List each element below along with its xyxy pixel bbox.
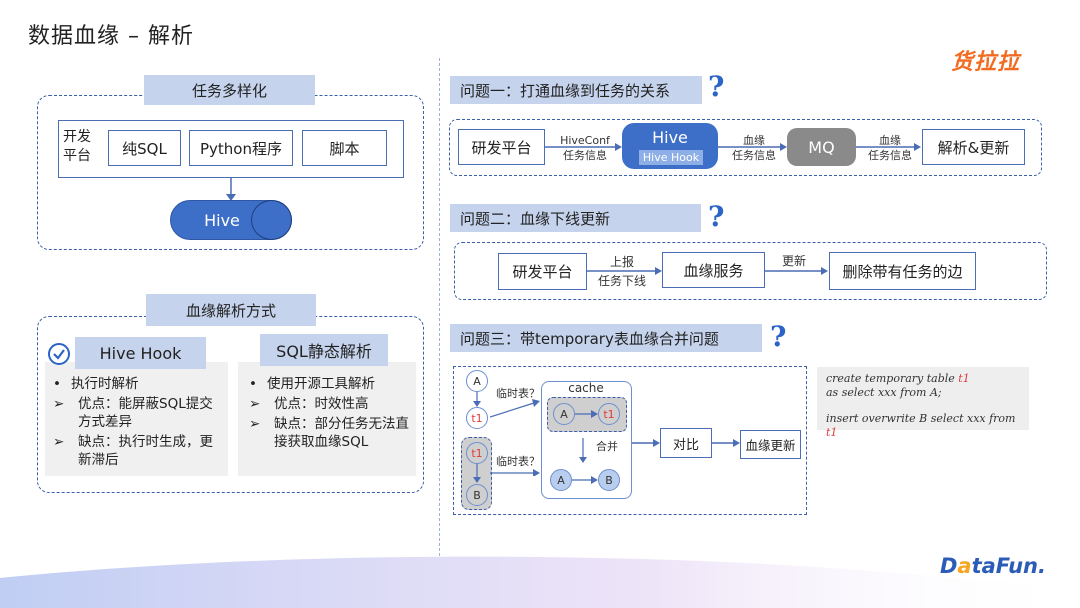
q2-service-node: 血缘服务: [662, 252, 765, 288]
bullet-text: 优点：时效性高: [274, 396, 369, 412]
page-title: 数据血缘 – 解析: [28, 24, 194, 49]
bullet-text: 缺点：部分任务无法直接获取血缘SQL: [274, 416, 409, 450]
q3-question-icon: ?: [770, 320, 787, 353]
sql-static-title: SQL静态解析: [260, 334, 388, 366]
q3-node-t1-top: t1: [466, 407, 488, 429]
q3-merged-arrow: [572, 476, 598, 484]
q1-label: 问题一：打通血缘到任务的关系: [450, 76, 702, 104]
bullet-marker: ➢: [249, 416, 261, 432]
sql-static-card: [238, 362, 416, 476]
q1-edge2-top: 血缘: [743, 134, 765, 147]
platform-label: 开发 平台: [63, 129, 91, 164]
hive-hook-card: [45, 362, 228, 476]
static-bullet-2: ➢ 优点：时效性高: [249, 395, 414, 413]
hive-engine-cap: [251, 200, 292, 240]
static-bullet-3: ➢ 缺点：部分任务无法直接获取血缘SQL: [249, 415, 414, 451]
footer-wave-decoration: [0, 556, 1080, 608]
hook-bullet-1: • 执行时解析: [53, 375, 223, 393]
q3-to-cache-arrows: [490, 399, 540, 476]
q1-hive-hook-tag: Hive Hook: [639, 150, 703, 165]
q2-edge1-top: 上报: [609, 255, 634, 269]
bullet-text: 优点：能屏蔽SQL提交方式差异: [78, 396, 213, 430]
q3-cache-arrows: [575, 410, 598, 463]
code-text: insert overwrite B select xxx from: [826, 412, 1016, 425]
q3-cache-label: cache: [568, 381, 604, 395]
hive-engine-label: Hive: [204, 211, 240, 230]
q3-node-b: B: [466, 484, 488, 506]
brand-part: taFun.: [971, 554, 1046, 578]
q3-temp-label-1: 临时表？: [496, 387, 540, 400]
pure-sql-box: 纯SQL: [108, 130, 181, 166]
q3-node-t1-bottom: t1: [466, 442, 488, 464]
static-bullet-1: • 使用开源工具解析: [249, 375, 414, 393]
platform-to-hive-arrow: [226, 178, 236, 201]
q2-platform-node: 研发平台: [498, 253, 587, 290]
bullet-marker: ➢: [53, 396, 65, 412]
q1-hive-label: Hive: [652, 128, 688, 147]
lineage-parse-label: 血缘解析方式: [146, 294, 316, 326]
q3-merged-node-a: A: [550, 469, 572, 491]
q3-left-arrows: [473, 392, 481, 483]
bullet-marker: ➢: [53, 434, 65, 450]
q1-edge1-top: HiveConf: [560, 134, 610, 147]
q3-code-block: create temporary table t1 as select xxx …: [817, 367, 1029, 439]
q2-question-icon: ?: [708, 200, 725, 233]
script-box: 脚本: [302, 130, 387, 166]
python-box: Python程序: [189, 130, 293, 166]
q1-mq-node: MQ: [787, 128, 856, 166]
q3-merge-label: 合并: [596, 440, 618, 453]
q1-edge2-bottom: 任务信息: [732, 149, 776, 162]
code-temp-table: t1: [826, 426, 838, 439]
q3-compare-node: 对比: [660, 428, 712, 458]
q1-panel: [449, 119, 1042, 176]
q1-parse-node: 解析&更新: [922, 129, 1025, 165]
code-temp-table: t1: [958, 372, 970, 385]
q2-arrows: [587, 267, 828, 275]
q1-arrows: [545, 143, 921, 151]
hook-bullet-3: ➢ 缺点：执行时生成，更新滞后: [53, 433, 223, 469]
q3-temp-label-2: 临时表？: [496, 455, 540, 468]
q1-platform-node: 研发平台: [458, 129, 545, 165]
q1-edge3-top: 血缘: [879, 134, 901, 147]
q2-delete-node: 删除带有任务的边: [829, 252, 976, 290]
code-text: create temporary table: [826, 372, 959, 385]
q3-update-node: 血缘更新: [740, 430, 801, 459]
q2-panel: [454, 242, 1047, 300]
bullet-marker: •: [249, 376, 257, 392]
code-line-1: create temporary table t1: [826, 372, 1020, 386]
brand-part: D: [939, 554, 958, 578]
sql-static-bullets: • 使用开源工具解析 ➢ 优点：时效性高 ➢ 缺点：部分任务无法直接获取血缘SQ…: [249, 375, 414, 451]
q3-cache-node-t1: t1: [598, 403, 620, 425]
bullet-text: 缺点：执行时生成，更新滞后: [78, 434, 213, 468]
bullet-marker: •: [53, 376, 61, 392]
brand-logo: 货拉拉: [950, 50, 1020, 75]
bullet-marker: ➢: [249, 396, 261, 412]
code-line-2: as select xxx from A;: [826, 386, 942, 399]
bullet-text: 使用开源工具解析: [267, 376, 375, 392]
q3-merged-node-b: B: [598, 469, 620, 491]
q3-panel: [453, 366, 807, 515]
q2-label: 问题二：血缘下线更新: [450, 204, 701, 232]
check-circle-icon: [48, 343, 70, 365]
q1-question-icon: ?: [708, 70, 725, 103]
q3-node-a: A: [466, 370, 488, 392]
q1-edge1-bottom: 任务信息: [563, 149, 607, 162]
hook-bullet-2: ➢ 优点：能屏蔽SQL提交方式差异: [53, 395, 223, 431]
q2-edge2-top: 更新: [781, 254, 806, 268]
datafun-logo: DataFun.: [940, 554, 1046, 578]
q2-edge1-bottom: 任务下线: [597, 274, 646, 288]
hive-hook-title: Hive Hook: [75, 337, 206, 369]
brand-part: a: [957, 554, 972, 578]
q3-compare-arrows: [632, 439, 740, 447]
code-line-3: insert overwrite B select xxx from t1: [826, 412, 1020, 440]
task-diversity-label: 任务多样化: [144, 75, 315, 105]
q3-cache-node-a: A: [553, 403, 575, 425]
hive-hook-bullets: • 执行时解析 ➢ 优点：能屏蔽SQL提交方式差异 ➢ 缺点：执行时生成，更新滞…: [53, 375, 223, 469]
vertical-divider: [439, 58, 440, 556]
q3-label: 问题三：带temporary表血缘合并问题: [450, 324, 762, 352]
bullet-text: 执行时解析: [71, 376, 139, 392]
q1-edge3-bottom: 任务信息: [868, 149, 912, 162]
